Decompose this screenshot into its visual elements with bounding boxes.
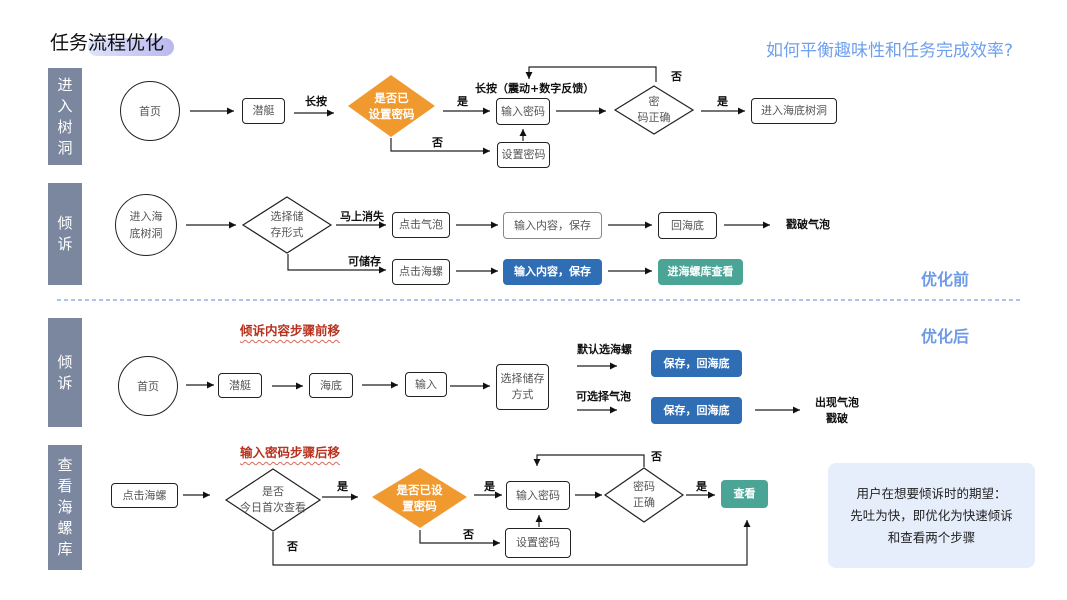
node-enter-password: 输入密码 xyxy=(506,481,570,510)
arrow xyxy=(533,454,645,467)
page-title: 任务流程优化 xyxy=(50,32,165,54)
node-seabed: 海底 xyxy=(309,373,353,398)
lane-confide-before: 倾 诉 xyxy=(48,183,82,285)
edge-label: 否 xyxy=(287,540,298,553)
decision-has-password xyxy=(348,75,435,137)
note-password-later: 输入密码步骤后移 xyxy=(240,445,341,460)
node-pop-bubble: 戳破气泡 xyxy=(786,218,830,231)
node-enter-password: 输入密码 xyxy=(496,98,550,125)
node-back-seabed: 回海底 xyxy=(658,212,717,239)
title-highlight xyxy=(88,38,174,56)
decision-password-correct xyxy=(603,467,685,523)
edge-label: 马上消失 xyxy=(340,210,384,223)
decision-label: 密 码正确 xyxy=(637,95,671,124)
arrow xyxy=(390,138,490,155)
edge-label: 是 xyxy=(696,480,707,493)
node-tap-bubble: 点击气泡 xyxy=(392,212,450,238)
decision-has-password xyxy=(372,468,467,528)
edge-label: 长按 xyxy=(305,95,327,108)
node-enter-hole: 进入海 底树洞 xyxy=(115,194,177,256)
edge-label: 否 xyxy=(432,136,443,149)
edge-label: 长按（震动+数字反馈） xyxy=(475,82,595,95)
node-bubble-pop: 出现气泡 戳破 xyxy=(815,396,859,425)
edge-label: 是 xyxy=(484,480,495,493)
node-input-save: 输入内容，保存 xyxy=(503,212,602,239)
lane-confide-after: 倾 诉 xyxy=(48,318,82,427)
decision-storage xyxy=(241,196,333,254)
decision-label: 选择储 存形式 xyxy=(270,210,304,239)
arrow xyxy=(525,66,657,82)
phase-before: 优化前 xyxy=(921,270,970,289)
node-save-back: 保存，回海底 xyxy=(651,397,742,424)
node-home: 首页 xyxy=(120,81,180,141)
edge-label: 是 xyxy=(337,480,348,493)
arrow xyxy=(419,530,500,547)
decision-label: 密码 正确 xyxy=(633,480,655,509)
node-input: 输入 xyxy=(405,372,447,397)
edge-label: 默认选海螺 xyxy=(577,343,632,356)
node-save-back: 保存，回海底 xyxy=(651,350,742,377)
node-submarine: 潜艇 xyxy=(218,373,262,398)
arrow xyxy=(272,520,751,566)
lane-view-conch: 查 看 海 螺 库 xyxy=(48,445,82,570)
node-set-password: 设置密码 xyxy=(505,528,571,558)
node-enter-hole: 进入海底树洞 xyxy=(751,98,837,124)
edge-label: 否 xyxy=(463,528,474,541)
note-confide-earlier: 倾诉内容步骤前移 xyxy=(240,323,341,338)
lane-enter-hole: 进 入 树 洞 xyxy=(48,68,82,165)
edge-label: 可选择气泡 xyxy=(576,390,631,403)
decision-first-view xyxy=(224,468,322,532)
node-submarine: 潜艇 xyxy=(242,98,285,124)
arrow xyxy=(287,254,386,274)
info-note: 用户在想要倾诉时的期望： 先吐为快，即优化为快速倾诉 和查看两个步骤 xyxy=(828,463,1035,568)
edge-label: 是 xyxy=(457,95,468,108)
decision-label: 是否 今日首次查看 xyxy=(240,485,306,514)
node-home: 首页 xyxy=(118,356,178,416)
node-view-conch: 进海螺库查看 xyxy=(658,259,743,285)
node-set-password: 设置密码 xyxy=(497,142,550,168)
decision-label: 是否已设 置密码 xyxy=(396,483,443,513)
edge-label: 否 xyxy=(671,70,682,83)
node-input-save: 输入内容，保存 xyxy=(503,259,602,285)
decision-label: 是否已 设置密码 xyxy=(368,91,415,121)
edge-label: 否 xyxy=(651,450,662,463)
phase-after: 优化后 xyxy=(921,327,970,346)
question-heading: 如何平衡趣味性和任务完成效率? xyxy=(766,41,1014,61)
node-tap-conch: 点击海螺 xyxy=(111,483,178,508)
decision-password-correct xyxy=(613,85,695,135)
node-view: 查看 xyxy=(721,480,768,508)
edge-label: 可储存 xyxy=(348,255,381,268)
node-tap-conch: 点击海螺 xyxy=(392,259,450,285)
node-choose-storage: 选择储存 方式 xyxy=(496,364,549,410)
edge-label: 是 xyxy=(717,95,728,108)
